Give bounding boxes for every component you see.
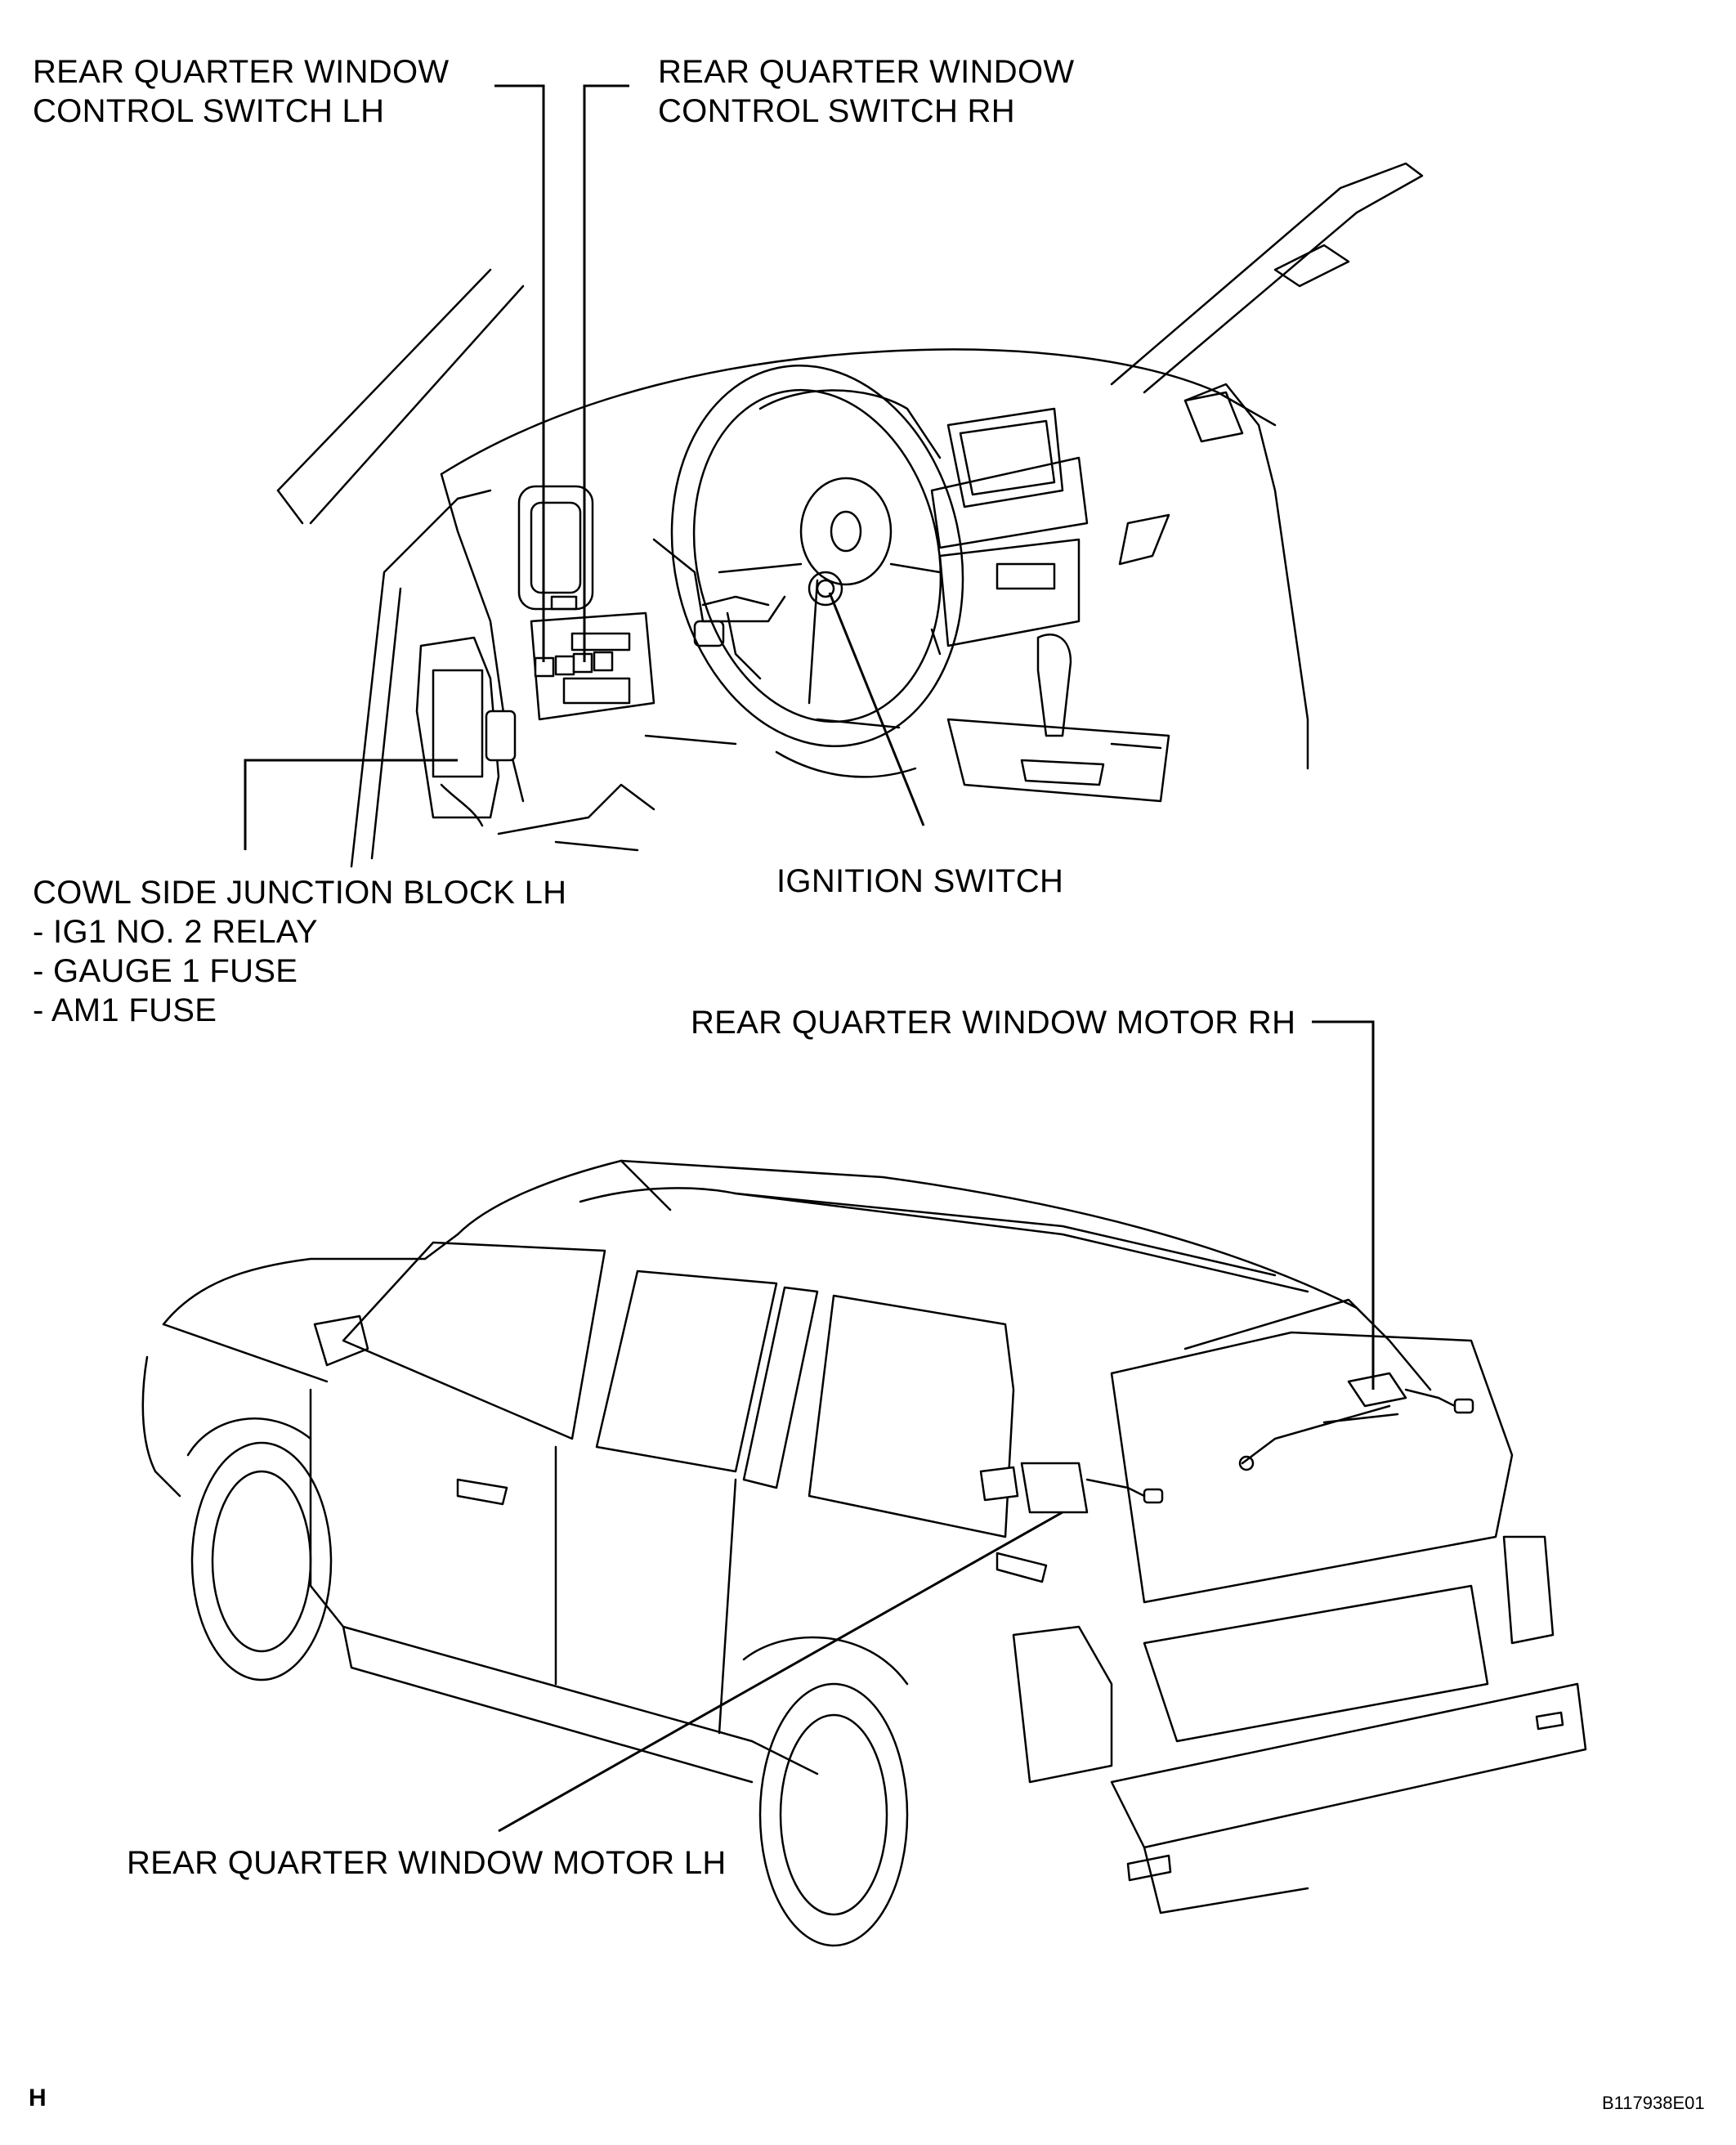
label-junction-block-item-am1-fuse: - AM1 FUSE: [33, 992, 217, 1028]
label-motor-lh: REAR QUARTER WINDOW MOTOR LH: [127, 1845, 727, 1881]
leader-lines: [244, 84, 1375, 1833]
label-switch-lh-line2: CONTROL SWITCH LH: [33, 93, 385, 129]
label-switch-rh: REAR QUARTER WINDOW CONTROL SWITCH RH: [658, 52, 1074, 131]
label-junction-block-title: COWL SIDE JUNCTION BLOCK LH: [33, 875, 567, 911]
label-switch-lh-line1: REAR QUARTER WINDOW: [33, 54, 450, 90]
vehicle-illustration: [141, 1159, 1587, 1947]
leader-motor-lh: [498, 1511, 1063, 1833]
corner-mark: H: [29, 2085, 47, 2111]
label-switch-rh-line1: REAR QUARTER WINDOW: [658, 54, 1075, 90]
figure-code: B117938E01: [1602, 2093, 1705, 2113]
leader-junction-block: [244, 759, 458, 850]
label-switch-rh-line2: CONTROL SWITCH RH: [658, 93, 1015, 129]
label-switch-lh: REAR QUARTER WINDOW CONTROL SWITCH LH: [33, 52, 449, 131]
label-ignition-switch: IGNITION SWITCH: [776, 863, 1064, 899]
leader-motor-rh: [1312, 1020, 1375, 1390]
label-junction-block: COWL SIDE JUNCTION BLOCK LH - IG1 NO. 2 …: [33, 873, 566, 1030]
leader-switch-lh: [494, 84, 545, 662]
leader-ignition-switch: [828, 592, 925, 826]
label-junction-block-item-relay: - IG1 NO. 2 RELAY: [33, 914, 318, 950]
dashboard-illustration: [276, 162, 1424, 868]
label-junction-block-item-gauge-fuse: - GAUGE 1 FUSE: [33, 953, 298, 989]
leader-switch-rh: [583, 84, 629, 662]
label-motor-rh: REAR QUARTER WINDOW MOTOR RH: [691, 1005, 1296, 1041]
